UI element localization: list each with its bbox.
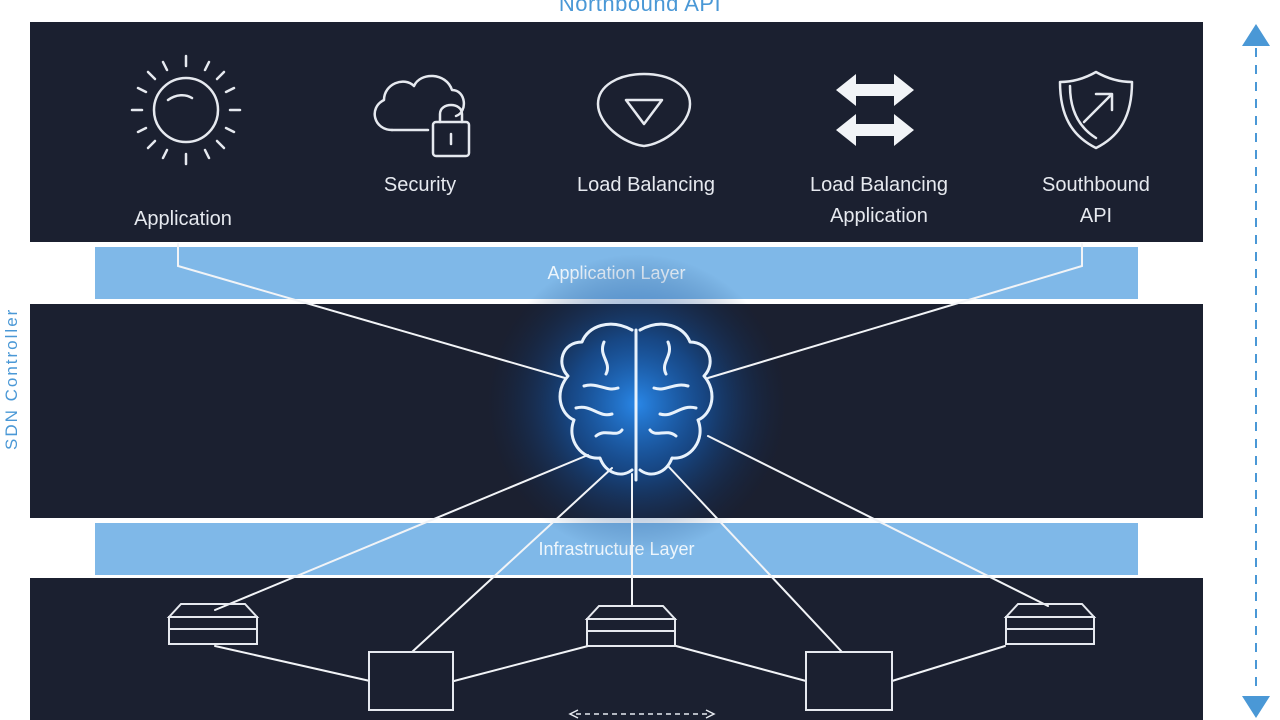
connection-lines xyxy=(177,243,1083,682)
vertical-dashed-arrow xyxy=(1242,24,1270,718)
link-controller-to-host-right xyxy=(667,465,843,653)
bidirectional-arrows-icon xyxy=(836,74,914,146)
link-host-left-switch-center xyxy=(453,645,589,682)
switch-center xyxy=(584,605,678,647)
load-balancing-icon xyxy=(596,72,692,148)
switch-left xyxy=(166,603,260,645)
sun-icon xyxy=(130,54,242,166)
shield-arrow-icon xyxy=(1058,70,1134,150)
brain-icon xyxy=(558,322,714,482)
link-switch-left-host-left xyxy=(214,645,371,682)
link-switch-center-host-right xyxy=(675,645,807,682)
link-controller-to-switch-left xyxy=(214,454,589,611)
cloud-lock-icon xyxy=(373,74,471,158)
app-label-security: Security xyxy=(383,174,457,196)
link-app-to-controller xyxy=(177,243,566,379)
host-left xyxy=(368,651,454,711)
bottom-dashed-arrow xyxy=(568,709,716,719)
app-label-load-balancing: Load Balancing xyxy=(577,174,715,196)
top-api-label: Northbound API xyxy=(558,0,722,16)
application-layer-band xyxy=(30,22,1203,242)
link-controller-to-host-left xyxy=(411,467,613,653)
link-southbound-to-controller xyxy=(707,243,1083,379)
switch-right xyxy=(1003,603,1097,645)
app-label-load-balancing-application: Load Balancing Application xyxy=(810,174,948,227)
host-right xyxy=(805,651,893,711)
app-label-application: Application xyxy=(134,208,232,230)
link-host-right-switch-right xyxy=(891,645,1006,682)
app-label-southbound-api: Southbound API xyxy=(1042,174,1150,227)
link-controller-to-switch-right xyxy=(707,435,1049,607)
